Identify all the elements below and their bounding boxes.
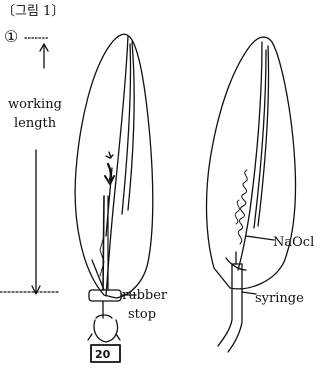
syringe-label: syringe (255, 291, 304, 306)
file-handle: 20 (88, 301, 120, 362)
working-length-label-line1: working (8, 97, 62, 112)
right-tooth (207, 37, 296, 289)
syringe-barrel-right (228, 264, 242, 352)
naocl-label: NaOcl (273, 235, 314, 250)
syringe-leader (242, 292, 256, 294)
file-motion-arrow-icon (106, 152, 113, 158)
endodontic-file-shaft (103, 196, 104, 290)
working-length-label-line2: length (14, 116, 57, 131)
right-tooth-inner-wall (238, 42, 262, 270)
file-handle-collar (96, 315, 112, 318)
right-tooth-pulp-line-2 (254, 50, 266, 228)
step-marker: ① (4, 27, 18, 46)
right-tooth-crown-outline (207, 37, 296, 289)
naocl-irrigant-squiggle-2 (235, 200, 239, 224)
left-tooth-root-line (92, 260, 104, 290)
file-handle-grip (94, 320, 118, 342)
naocl-leader (246, 236, 274, 240)
left-tooth-crown-outline (75, 34, 153, 298)
left-tooth (75, 34, 153, 298)
rubber-stop-label-line2: stop (128, 307, 156, 322)
figure-title: 〔그림 1〕 (2, 4, 64, 19)
file-motion-arrow-body (108, 164, 111, 180)
file-size-label: 20 (95, 348, 111, 361)
rubber-stop-label-line1: rubber (122, 288, 168, 303)
